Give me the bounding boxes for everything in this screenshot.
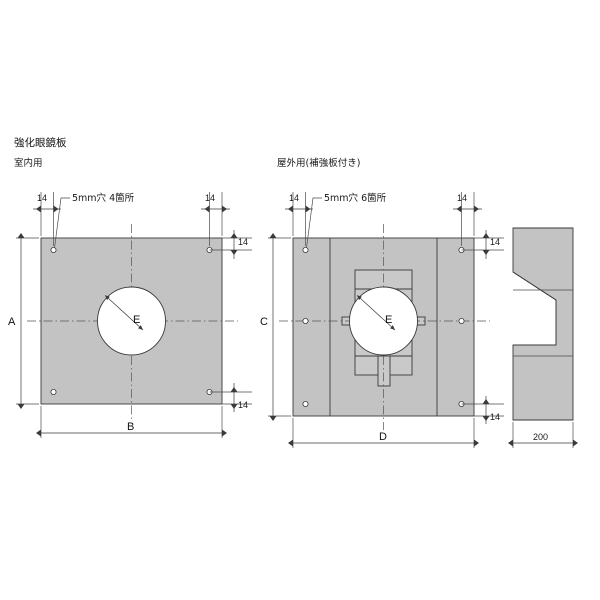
arrow-down bbox=[269, 416, 277, 421]
side-view-profile bbox=[512, 227, 574, 421]
arrow-left bbox=[204, 205, 210, 213]
indoor-note-leader bbox=[54, 197, 70, 249]
arrow-left bbox=[288, 439, 293, 447]
arrow-up bbox=[482, 233, 490, 238]
indoor-height-label: A bbox=[8, 316, 16, 328]
indoor-hole-note: 5mm穴 4箇所 bbox=[72, 192, 135, 204]
arrow-right bbox=[222, 429, 227, 437]
arrow-right bbox=[474, 439, 479, 447]
arrow-down bbox=[482, 250, 490, 255]
outdoor-width-label: D bbox=[379, 431, 387, 443]
arrow-up bbox=[230, 233, 238, 238]
outdoor-note-leader bbox=[306, 197, 322, 249]
outdoor-bottom-neck bbox=[377, 355, 391, 387]
arrow-left bbox=[36, 429, 41, 437]
arrow-down bbox=[17, 404, 25, 409]
arrow-left bbox=[36, 205, 41, 213]
outdoor-heading: 屋外用(補強板付き) bbox=[277, 157, 360, 169]
outdoor-bolt-hole bbox=[302, 400, 309, 407]
indoor-hole-dimline bbox=[104, 295, 144, 331]
outdoor-hole-dimline bbox=[356, 295, 396, 331]
outdoor-edge-top-label: 14 bbox=[490, 237, 500, 247]
outdoor-center-hole bbox=[349, 286, 418, 356]
arrow-right bbox=[573, 439, 578, 447]
arrow-up bbox=[17, 233, 25, 238]
outdoor-edge-bottom-label: 14 bbox=[490, 412, 500, 422]
outdoor-bolt-hole bbox=[302, 317, 309, 324]
arrow-left bbox=[288, 205, 293, 213]
outdoor-bolt-hole bbox=[458, 317, 465, 324]
indoor-center-hole bbox=[97, 286, 166, 356]
indoor-edge-bottom-label: 14 bbox=[238, 400, 248, 410]
arrow-up bbox=[482, 399, 490, 404]
arrow-right bbox=[222, 205, 227, 213]
side-view-taper-line bbox=[512, 271, 557, 301]
indoor-edge-right-label: 14 bbox=[205, 193, 215, 203]
arrow-right bbox=[474, 205, 479, 213]
outdoor-bolt-hole bbox=[302, 246, 309, 253]
outdoor-edge-right-label: 14 bbox=[457, 193, 467, 203]
outdoor-hole-label: E bbox=[385, 314, 392, 326]
indoor-hole-label: E bbox=[133, 314, 140, 326]
indoor-bolt-hole bbox=[50, 246, 57, 253]
arrow-right bbox=[53, 205, 59, 213]
side-depth-label: 200 bbox=[533, 432, 548, 442]
arrow-down bbox=[230, 404, 238, 409]
indoor-edge-top-label: 14 bbox=[238, 237, 248, 247]
indoor-bolt-hole bbox=[50, 388, 57, 395]
arrow-left bbox=[456, 205, 462, 213]
arrow-left bbox=[508, 439, 513, 447]
arrow-up bbox=[269, 233, 277, 238]
indoor-width-label: B bbox=[127, 421, 134, 433]
arrow-down bbox=[230, 250, 238, 255]
outdoor-hole-note: 5mm穴 6箇所 bbox=[324, 192, 387, 204]
arrow-up bbox=[230, 387, 238, 392]
indoor-edge-left-label: 14 bbox=[37, 193, 47, 203]
outdoor-edge-left-label: 14 bbox=[289, 193, 299, 203]
outdoor-height-label: C bbox=[260, 316, 268, 328]
arrow-right bbox=[305, 205, 311, 213]
arrow-down bbox=[482, 416, 490, 421]
page-title: 強化眼鏡板 bbox=[14, 136, 67, 149]
indoor-heading: 室内用 bbox=[14, 157, 43, 169]
